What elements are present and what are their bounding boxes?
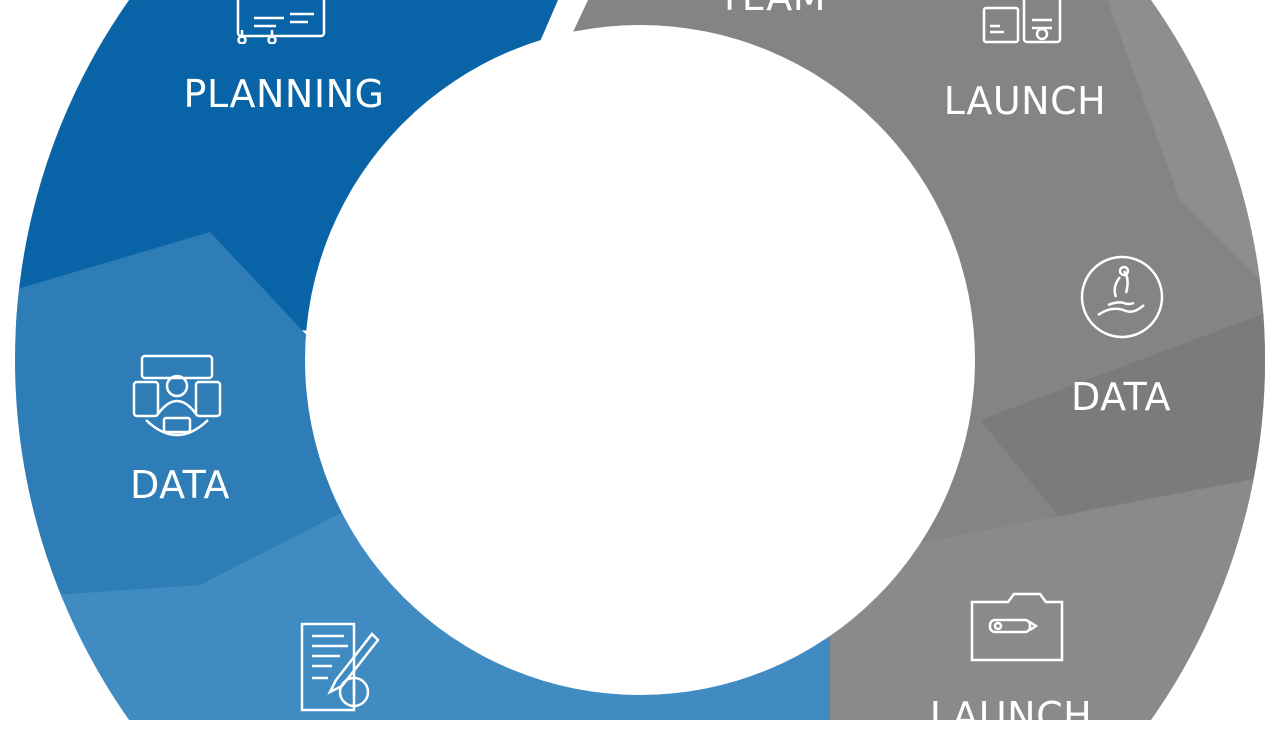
devices-icon [980, 0, 1064, 46]
network-people-icon [128, 352, 226, 440]
segment-label-planning: PLANNING [183, 72, 385, 116]
center-circle [305, 25, 975, 695]
donut-ring [15, 0, 1265, 738]
segment-gray-mid-shade [980, 300, 1265, 530]
document-pen-icon [298, 620, 380, 716]
segment-label-launch-bottom: LAUNCH [929, 694, 1093, 738]
hand-coin-icon [1078, 253, 1166, 341]
segment-label-data-left: DATA [130, 463, 230, 507]
circuit-document-icon [234, 0, 328, 44]
segment-label-launch-top: LAUNCH [943, 79, 1107, 123]
cycle-diagram: PLANNING TEAM LAUNCH DATA LAUNCH [15, 0, 1265, 738]
folder-key-icon [968, 588, 1066, 664]
segment-label-data-right: DATA [1071, 375, 1171, 419]
segment-label-team: TEAM [718, 0, 826, 16]
